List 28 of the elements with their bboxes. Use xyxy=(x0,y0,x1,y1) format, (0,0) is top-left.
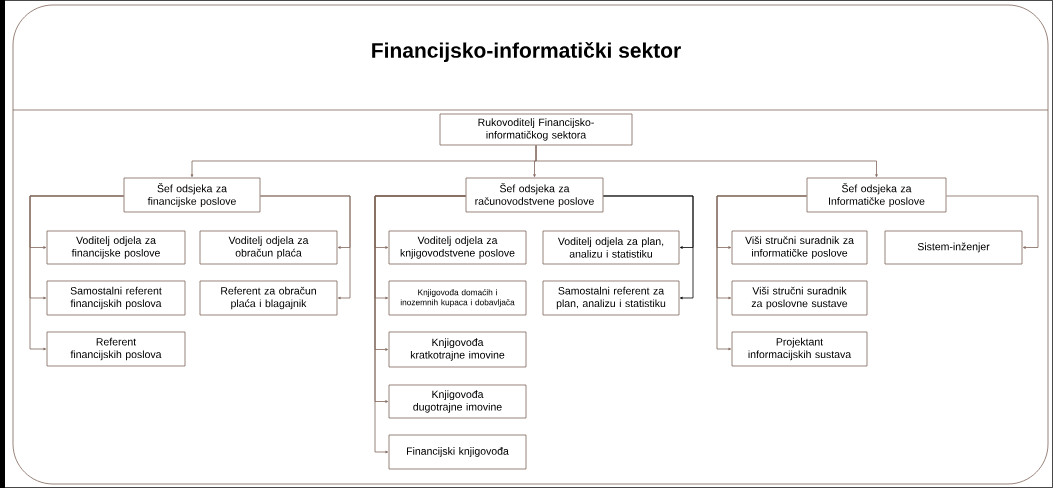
position-box: Voditelj odjela za plan, analizu i statistiku xyxy=(542,230,680,265)
position-box: Knjigovođa kratkotrajne imovine xyxy=(388,331,527,368)
connector-arrow xyxy=(603,195,694,300)
position-box: Referent financijskih poslova xyxy=(46,331,186,367)
position-box: Šef odsjeka za računovodstvene poslove xyxy=(465,177,604,213)
position-box: Projektant informacijskih sustava xyxy=(731,331,868,367)
connector-arrow xyxy=(535,145,878,178)
position-box: Samostalni referent financijskih poslova xyxy=(46,280,186,316)
position-box: Šef odsjeka za Informatičke poslove xyxy=(806,177,947,213)
connector-arrow xyxy=(716,195,807,351)
position-box: Viši stručni suradnik za informatičke poslove xyxy=(731,230,868,265)
title-heading: Financijsko-informatički sektor xyxy=(372,41,681,62)
position-box: Referent za obračun plaća i blagajnik xyxy=(199,280,338,316)
connector-arrow xyxy=(374,195,466,454)
position-box: Financijski knjigovođa xyxy=(388,434,527,470)
position-box: Voditelj odjela za knjigovodstvene poslove xyxy=(388,230,527,265)
position-box: Voditelj odjela za financijske poslove xyxy=(46,230,186,265)
connector-arrow xyxy=(260,195,351,300)
position-box: Samostalni referent za plan, analizu i statistiku xyxy=(542,280,680,316)
position-box: Knjigovođa domaćih i inozemnih kupaca i dobavljača xyxy=(388,280,527,316)
position-box: Voditelj odjela za obračun plaća xyxy=(199,230,338,265)
position-box: Rukovoditelj Financijsko-informatičkog sektora xyxy=(439,113,633,146)
position-box: Viši stručni suradnik za poslovne sustave xyxy=(731,280,868,316)
position-box: Šef odsjeka za financijske poslove xyxy=(123,177,261,213)
position-box: Knjigovođa dugotrajne imovine xyxy=(388,384,527,419)
position-box: Sistem-inženjer xyxy=(884,230,1023,265)
connector-arrow xyxy=(29,195,124,351)
connector-arrow xyxy=(946,195,1039,249)
